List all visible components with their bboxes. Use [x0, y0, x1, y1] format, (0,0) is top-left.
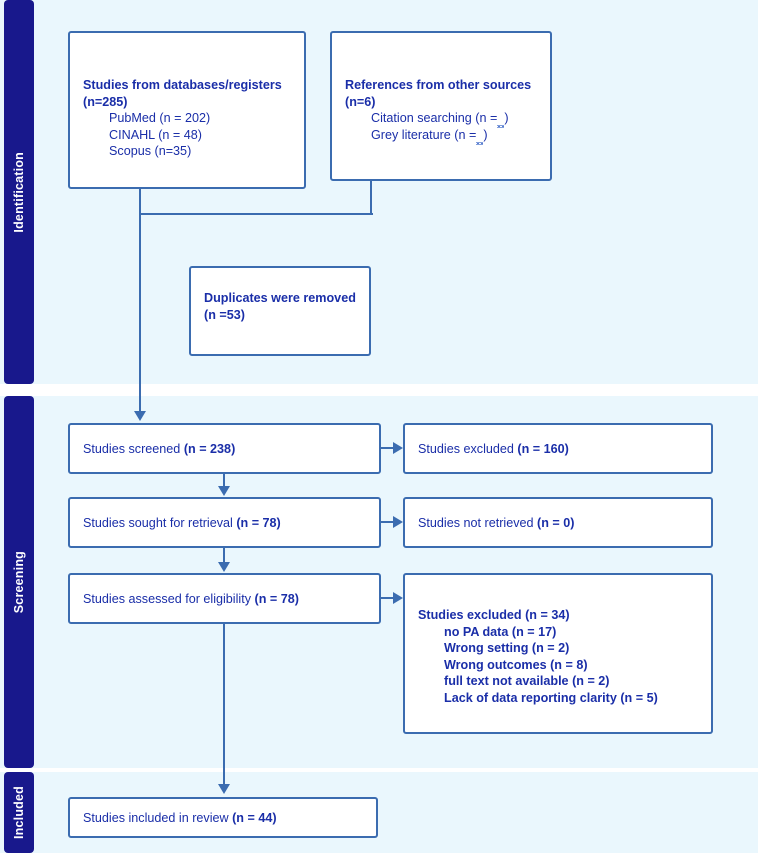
stage-band-included: Included [4, 772, 34, 853]
other-sources-item-grey-suffix: ) [483, 127, 488, 142]
box-studies-excluded-eligibility: Studies excluded (n = 34) no PA data (n … [403, 573, 713, 734]
box-studies-not-retrieved: Studies not retrieved (n = 0) [403, 497, 713, 548]
excluded-reason-1: no PA data (n = 17) [444, 624, 557, 639]
other-sources-item-citation-text: Citation searching (n = [371, 111, 498, 125]
box-studies-included-review: Studies included in review (n = 44) [68, 797, 378, 838]
stage-band-label-identification: Identification [12, 151, 26, 233]
connector-screened-to-sought [223, 474, 226, 487]
excluded-reason-3: Wrong outcomes (n = 8) [444, 657, 588, 672]
excluded-reason-5: Lack of data reporting clarity (n = 5) [444, 690, 658, 705]
connector-screened-to-excluded [381, 447, 396, 450]
stage-divider-2 [0, 768, 758, 772]
databases-item-pubmed: PubMed (n = 202) [109, 111, 211, 125]
arrow-merge-to-screened [133, 411, 146, 421]
eligibility-line: Studies assessed for eligibility (n = 78… [83, 590, 371, 607]
databases-item-cinahl: CINAHL (n = 48) [109, 127, 202, 142]
box-duplicates-removed: Duplicates were removed (n =53) [189, 266, 371, 356]
excluded-screening-count: (n = 160) [517, 441, 569, 456]
other-sources-item-citation-suffix: ) [504, 111, 509, 125]
screened-label: Studies screened [83, 441, 184, 456]
eligibility-count: (n = 78) [254, 591, 299, 606]
excluded-eligibility-line: Studies excluded (n = 34) [418, 607, 703, 624]
stage-band-identification: Identification [4, 0, 34, 384]
sought-label: Studies sought for retrieval [83, 515, 237, 530]
arrow-eligibility-to-included [217, 784, 230, 794]
duplicates-title: Duplicates were removed [204, 291, 356, 305]
connector-eligibility-to-included [223, 624, 226, 784]
connector-other-sources-down [370, 181, 373, 215]
eligibility-label: Studies assessed for eligibility [83, 591, 255, 606]
connector-merge-down [139, 213, 142, 411]
other-sources-title: References from other sources [345, 78, 532, 92]
connector-eligibility-to-excluded [381, 597, 396, 600]
databases-title: Studies from databases/registers [83, 78, 282, 92]
screened-line: Studies screened (n = 238) [83, 440, 371, 457]
illegible-value-grey [476, 128, 483, 142]
connector-sought-to-eligibility [223, 548, 226, 562]
not-retrieved-label: Studies not retrieved [418, 515, 538, 530]
excluded-screening-line: Studies excluded (n = 160) [418, 440, 703, 457]
databases-item-scopus: Scopus (n=35) [109, 144, 192, 158]
not-retrieved-line: Studies not retrieved (n = 0) [418, 514, 703, 531]
duplicates-count: (n =53) [204, 307, 245, 322]
stage-band-label-included: Included [12, 786, 26, 839]
other-sources-count: (n=6) [345, 94, 376, 109]
box-studies-screened: Studies screened (n = 238) [68, 423, 381, 474]
sought-line: Studies sought for retrieval (n = 78) [83, 514, 371, 531]
stage-band-label-screening: Screening [12, 550, 26, 614]
arrow-sought-to-not-retrieved [393, 515, 403, 528]
other-sources-item-grey-text: Grey literature (n = [371, 127, 477, 142]
excluded-reason-4: full text not available (n = 2) [444, 674, 610, 688]
connector-databases-down [139, 189, 142, 215]
arrow-screened-to-sought [217, 486, 230, 496]
excluded-screening-label: Studies excluded [418, 441, 518, 456]
excluded-eligibility-count: (n = 34) [525, 608, 570, 622]
other-sources-item-grey: Grey literature (n = ) [345, 127, 542, 144]
arrow-sought-to-eligibility [217, 562, 230, 572]
not-retrieved-count: (n = 0) [537, 515, 575, 530]
excluded-reason-2: Wrong setting (n = 2) [444, 641, 570, 655]
connector-sought-to-not-retrieved [381, 521, 396, 524]
screened-count: (n = 238) [183, 441, 236, 456]
illegible-value-citation [497, 111, 504, 125]
box-studies-excluded-screening: Studies excluded (n = 160) [403, 423, 713, 474]
sought-count: (n = 78) [236, 515, 281, 530]
box-studies-from-databases: Studies from databases/registers (n=285)… [68, 31, 306, 189]
arrow-eligibility-to-excluded [393, 591, 403, 604]
other-sources-item-citation: Citation searching (n = ) [345, 110, 542, 127]
stage-divider-1 [0, 384, 758, 396]
box-studies-sought-retrieval: Studies sought for retrieval (n = 78) [68, 497, 381, 548]
databases-count: (n=285) [83, 94, 128, 109]
excluded-eligibility-label: Studies excluded [418, 608, 526, 622]
arrow-screened-to-excluded [393, 441, 403, 454]
connector-merge-horizontal [139, 213, 373, 216]
stage-band-screening: Screening [4, 396, 34, 768]
box-references-other-sources: References from other sources (n=6) Cita… [330, 31, 552, 181]
box-studies-assessed-eligibility: Studies assessed for eligibility (n = 78… [68, 573, 381, 624]
included-label: Studies included in review [83, 810, 233, 825]
included-count: (n = 44) [232, 810, 277, 825]
included-line: Studies included in review (n = 44) [83, 809, 368, 826]
